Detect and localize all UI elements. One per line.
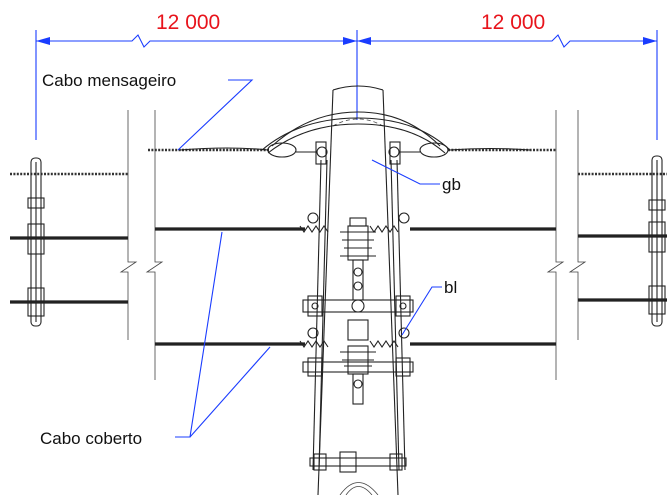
label-messenger-cable: Cabo mensageiro xyxy=(42,71,176,90)
covered-cables xyxy=(155,212,556,348)
label-bl: bl xyxy=(444,278,457,297)
spacer-bar xyxy=(312,159,406,471)
arrowhead-center-right xyxy=(357,37,371,45)
right-span-assembly xyxy=(578,155,667,327)
insulator-upper xyxy=(340,217,376,301)
arrowhead-center-left xyxy=(343,37,357,45)
insulator-lower xyxy=(302,319,414,405)
arrowhead-right xyxy=(643,37,657,45)
dimension-left-label: 12 000 xyxy=(156,11,220,34)
leader-covered-cable-lower xyxy=(189,346,271,438)
leader-bl xyxy=(401,286,442,336)
dimension-line-left xyxy=(36,34,357,48)
leader-gb xyxy=(371,159,440,185)
break-line-left-a xyxy=(119,110,138,340)
label-covered-cable: Cabo coberto xyxy=(40,429,142,448)
arrowhead-left xyxy=(36,37,50,45)
break-line-left-b xyxy=(145,110,164,380)
leader-covered-cable-upper xyxy=(175,231,223,438)
dimension-line-right xyxy=(357,34,657,48)
crossarm-bracket xyxy=(302,295,414,317)
left-span-assembly xyxy=(10,157,128,327)
lower-bracket xyxy=(309,451,407,473)
messenger-cable xyxy=(148,111,556,165)
break-line-right-a xyxy=(546,110,565,380)
label-gb: gb xyxy=(442,175,461,194)
leader-messenger-cable xyxy=(177,79,254,151)
dimension-right-label: 12 000 xyxy=(481,11,545,34)
break-line-right-b xyxy=(568,110,587,340)
dimension-lines xyxy=(35,30,658,140)
leader-lines xyxy=(175,79,442,438)
